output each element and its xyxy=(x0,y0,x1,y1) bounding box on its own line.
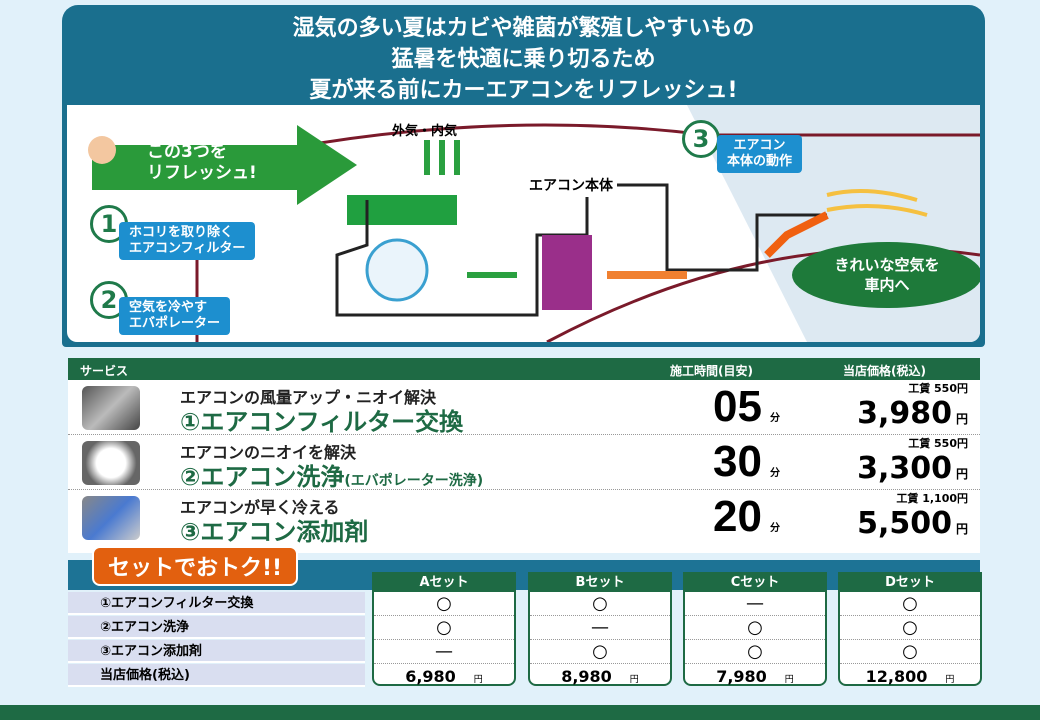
set-name: Cセット xyxy=(685,574,825,592)
set-row-label: ①エアコンフィルター交換 xyxy=(68,592,365,615)
set-mark: ○ xyxy=(685,616,825,640)
headline-line: 湿気の多い夏はカビや雑菌が繁殖しやすいもの xyxy=(292,16,755,41)
filter-shape xyxy=(347,195,457,225)
service-subtitle: エアコンの風量アップ・ニオイ解決 xyxy=(180,388,437,407)
clean-air-label: きれいな空気を 車内へ xyxy=(834,256,940,294)
set-name: Aセット xyxy=(374,574,514,592)
aircon-diagram: この3つを リフレッシュ! 外気・内気 エアコン本体 1 2 3 ホコリを取り除… xyxy=(67,105,980,342)
set-mark: — xyxy=(374,640,514,664)
refresh-label: この3つを リフレッシュ! xyxy=(147,142,257,183)
intake-label: 外気・内気 xyxy=(392,124,458,139)
service-name: ②エアコン洗浄(エバポレーター洗浄) xyxy=(180,463,484,491)
set-name: Dセット xyxy=(840,574,980,592)
unit-operation-label: エアコン 本体の動作 xyxy=(717,135,803,173)
evaporator-photo xyxy=(82,441,140,485)
set-mark: ○ xyxy=(840,592,980,616)
set-mark: ○ xyxy=(685,640,825,664)
set-name: Bセット xyxy=(530,574,670,592)
labor-fee: 工賃 1,100円 xyxy=(896,492,968,505)
filter-photo xyxy=(82,386,140,430)
header-price: 当店価格(税込) xyxy=(843,364,926,378)
additive-photo xyxy=(82,496,140,540)
headline-line: 猛暑を快適に乗り切るため xyxy=(391,47,656,72)
service-name: ①エアコンフィルター交換 xyxy=(180,408,464,436)
refresh-arrow xyxy=(92,125,357,205)
set-mark: ○ xyxy=(530,640,670,664)
set-badge: セットでおトク!! xyxy=(92,546,299,586)
evaporator-label: 空気を冷やす エバポレーター xyxy=(119,297,231,335)
set-row-label: 当店価格(税込) xyxy=(68,664,365,687)
clean-air-ellipse xyxy=(792,242,980,308)
set-row-label: ③エアコン添加剤 xyxy=(68,640,365,663)
person-icon xyxy=(88,136,116,164)
set-row-label: ②エアコン洗浄 xyxy=(68,616,365,639)
number-3-badge: 3 xyxy=(682,120,720,158)
unit-label: エアコン本体 xyxy=(525,173,617,197)
set-mark: ○ xyxy=(374,616,514,640)
header-service: サービス xyxy=(80,364,129,378)
service-name: ③エアコン添加剤 xyxy=(180,518,369,546)
labor-fee: 工賃 550円 xyxy=(908,437,968,450)
service-table: サービス 施工時間(目安) 当店価格(税込) エアコンの風量アップ・ニオイ解決 … xyxy=(68,358,980,553)
evaporator-shape xyxy=(542,235,592,310)
headline: 湿気の多い夏はカビや雑菌が繁殖しやすいもの 猛暑を快適に乗り切るため 夏が来る前… xyxy=(62,13,985,106)
set-mark: — xyxy=(530,616,670,640)
filter-label: ホコリを取り除く エアコンフィルター xyxy=(119,222,256,260)
service-subtitle: エアコンのニオイを解決 xyxy=(180,443,357,462)
labor-fee: 工賃 550円 xyxy=(908,382,968,395)
header-time: 施工時間(目安) xyxy=(670,364,753,378)
footer-bar xyxy=(0,705,1040,720)
fan-icon xyxy=(365,238,429,302)
set-mark: ○ xyxy=(840,640,980,664)
set-mark: — xyxy=(685,592,825,616)
set-mark: ○ xyxy=(840,616,980,640)
service-table-header: サービス 施工時間(目安) 当店価格(税込) xyxy=(68,358,980,380)
set-mark: ○ xyxy=(530,592,670,616)
headline-line: 夏が来る前にカーエアコンをリフレッシュ! xyxy=(309,78,738,103)
hero-panel: 湿気の多い夏はカビや雑菌が繁殖しやすいもの 猛暑を快適に乗り切るため 夏が来る前… xyxy=(62,5,985,347)
set-mark: ○ xyxy=(374,592,514,616)
service-subtitle: エアコンが早く冷える xyxy=(180,498,340,517)
